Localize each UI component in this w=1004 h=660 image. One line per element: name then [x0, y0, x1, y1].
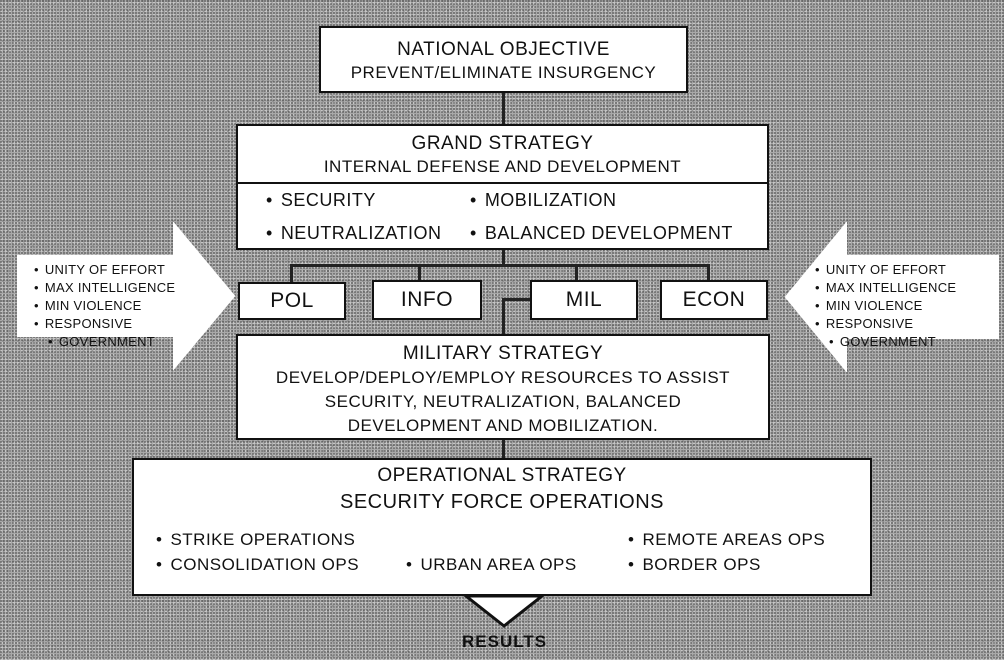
instrument-pol-box: POL — [238, 282, 346, 320]
operational-item-remote: REMOTE AREAS OPS — [628, 530, 825, 550]
grand-strategy-subtitle: INTERNAL DEFENSE AND DEVELOPMENT — [323, 157, 682, 176]
operational-strategy-title: OPERATIONAL STRATEGY — [377, 465, 627, 486]
left-principle-government: GOVERNMENT — [34, 333, 175, 351]
right-principle-intelligence: MAX INTELLIGENCE — [815, 279, 956, 297]
connector-info — [418, 264, 421, 282]
grand-strategy-title: GRAND STRATEGY — [411, 133, 594, 154]
military-strategy-line-2: SECURITY, NEUTRALIZATION, BALANCED — [324, 392, 682, 411]
instrument-info-box: INFO — [372, 280, 482, 320]
connector-pol — [290, 264, 293, 284]
results-label: RESULTS — [462, 632, 548, 651]
connector-mil-strategy-vertical — [502, 298, 505, 336]
grand-strategy-box: GRAND STRATEGY INTERNAL DEFENSE AND DEVE… — [236, 124, 769, 250]
military-strategy-line-3: DEVELOPMENT AND MOBILIZATION. — [347, 416, 659, 435]
instrument-info-label: INFO — [400, 288, 454, 311]
right-principles-list: UNITY OF EFFORT MAX INTELLIGENCE MIN VIO… — [815, 261, 956, 351]
national-objective-subtitle: PREVENT/ELIMINATE INSURGENCY — [350, 63, 657, 82]
connector-econ — [707, 264, 710, 282]
grand-item-neutralization: NEUTRALIZATION — [266, 223, 442, 244]
instrument-mil-box: MIL — [530, 280, 638, 320]
grand-item-security: SECURITY — [266, 190, 376, 211]
connector-grand-bus — [502, 248, 505, 266]
right-principle-unity: UNITY OF EFFORT — [815, 261, 956, 279]
connector-mil-strategy — [502, 298, 532, 301]
military-strategy-line-1: DEVELOP/DEPLOY/EMPLOY RESOURCES TO ASSIS… — [275, 368, 731, 387]
military-strategy-box: MILITARY STRATEGY DEVELOP/DEPLOY/EMPLOY … — [236, 334, 770, 440]
operational-item-consolidation: CONSOLIDATION OPS — [156, 555, 359, 575]
right-principle-violence: MIN VIOLENCE — [815, 297, 956, 315]
right-principle-responsive: RESPONSIVE — [815, 315, 956, 333]
operational-item-strike: STRIKE OPERATIONS — [156, 530, 355, 550]
left-principle-violence: MIN VIOLENCE — [34, 297, 175, 315]
right-principle-government: GOVERNMENT — [815, 333, 956, 351]
connector-bus — [290, 264, 710, 267]
national-objective-box: NATIONAL OBJECTIVE PREVENT/ELIMINATE INS… — [319, 26, 688, 93]
operational-item-border: BORDER OPS — [628, 555, 761, 575]
military-strategy-title: MILITARY STRATEGY — [402, 343, 604, 364]
instrument-econ-label: ECON — [682, 288, 746, 311]
results-arrow — [461, 594, 547, 628]
operational-strategy-header: OPERATIONAL STRATEGY SECURITY FORCE OPER… — [134, 460, 870, 516]
grand-item-mobilization: MOBILIZATION — [470, 190, 617, 211]
instrument-mil-label: MIL — [565, 288, 603, 311]
connector-national-grand — [502, 92, 505, 126]
connector-mil-operational — [502, 440, 505, 460]
grand-strategy-header: GRAND STRATEGY INTERNAL DEFENSE AND DEVE… — [238, 126, 767, 184]
operational-strategy-box: OPERATIONAL STRATEGY SECURITY FORCE OPER… — [132, 458, 872, 596]
grand-item-balanced-development: BALANCED DEVELOPMENT — [470, 223, 733, 244]
instrument-econ-box: ECON — [660, 280, 768, 320]
connector-mil — [575, 264, 578, 282]
left-principle-intelligence: MAX INTELLIGENCE — [34, 279, 175, 297]
operational-item-urban: URBAN AREA OPS — [406, 555, 577, 575]
instrument-pol-label: POL — [270, 289, 314, 312]
left-principles-list: UNITY OF EFFORT MAX INTELLIGENCE MIN VIO… — [34, 261, 175, 351]
national-objective-title: NATIONAL OBJECTIVE — [397, 39, 610, 60]
left-principle-unity: UNITY OF EFFORT — [34, 261, 175, 279]
left-principle-responsive: RESPONSIVE — [34, 315, 175, 333]
operational-strategy-subtitle: SECURITY FORCE OPERATIONS — [339, 491, 665, 513]
